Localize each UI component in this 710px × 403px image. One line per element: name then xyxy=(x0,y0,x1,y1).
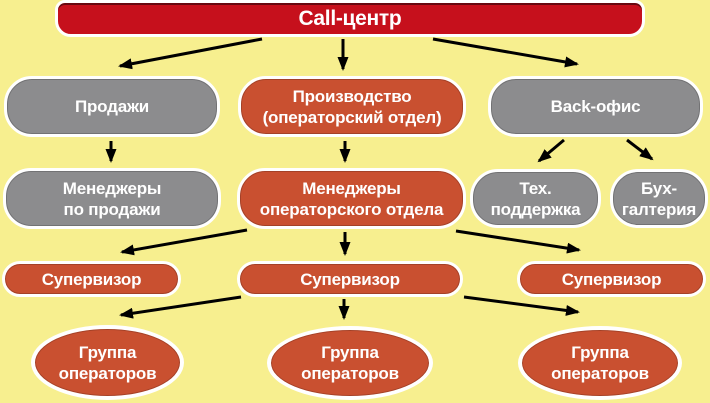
node-operators-group-right-label-line1: Группа xyxy=(571,343,629,362)
node-operators-group-right: Группа операторов xyxy=(518,326,682,400)
node-operators-group-center: Группа операторов xyxy=(267,326,433,400)
node-op-managers: Менеджеры операторского отдела xyxy=(237,168,466,229)
node-operators-group-left-label-line2: операторов xyxy=(58,363,157,383)
node-supervisor-center: Супервизор xyxy=(237,261,463,297)
node-sales: Продажи xyxy=(4,76,220,137)
edge-call-center-sales xyxy=(118,37,263,70)
node-operators-group-left-label-line1: Группа xyxy=(78,342,137,362)
node-supervisor-left-label: Супервизор xyxy=(41,269,142,289)
node-call-center-label: Call-центр xyxy=(298,7,402,30)
node-tech-support-label-line1: Тех. xyxy=(519,178,552,198)
node-accounting-label-line2: галтерия xyxy=(621,199,697,219)
node-supervisor-right-label: Супервизор xyxy=(561,269,662,289)
node-sales-managers-label-line1: Менеджеры xyxy=(62,178,162,198)
node-sales-managers: Менеджеры по продажи xyxy=(3,168,221,229)
node-production-label-line1: Производство xyxy=(292,86,412,106)
node-op-managers-label-line2: операторского отдела xyxy=(259,199,444,219)
node-tech-support: Тех. поддержка xyxy=(470,169,601,228)
node-tech-support-label-line2: поддержка xyxy=(490,199,581,219)
node-accounting: Бух- галтерия xyxy=(610,169,708,228)
edge-op-managers-supervisor-right xyxy=(455,229,581,254)
edge-back-office-accounting xyxy=(626,138,654,161)
node-supervisor-left: Супервизор xyxy=(2,261,181,297)
node-back-office: Back-офис xyxy=(488,76,703,137)
node-call-center: Call-центр xyxy=(55,0,645,37)
node-operators-group-center-label-line1: Группа xyxy=(321,343,379,362)
node-production: Производство (операторский отдел) xyxy=(238,76,466,137)
node-operators-group-center-label-line2: операторов xyxy=(301,364,399,383)
node-supervisor-center-label: Супервизор xyxy=(300,269,400,289)
node-operators-group-left: Группа операторов xyxy=(31,325,184,400)
node-sales-managers-label-line2: по продажи xyxy=(63,199,161,219)
node-supervisor-right: Супервизор xyxy=(517,261,706,297)
edge-call-center-back-office xyxy=(432,37,579,68)
edge-op-managers-supervisor-left xyxy=(120,228,248,256)
edge-supervisor-center-group-right xyxy=(463,295,580,316)
node-operators-group-right-label-line2: операторов xyxy=(551,364,649,383)
node-accounting-label-line1: Бух- xyxy=(641,178,677,198)
edge-back-office-tech-support xyxy=(537,138,565,163)
edge-supervisor-center-group-left xyxy=(119,295,242,319)
node-sales-label: Продажи xyxy=(74,97,150,116)
node-back-office-label: Back-офис xyxy=(550,97,641,116)
node-op-managers-label-line1: Менеджеры xyxy=(302,178,401,198)
node-production-label-line2: (операторский отдел) xyxy=(262,107,442,127)
